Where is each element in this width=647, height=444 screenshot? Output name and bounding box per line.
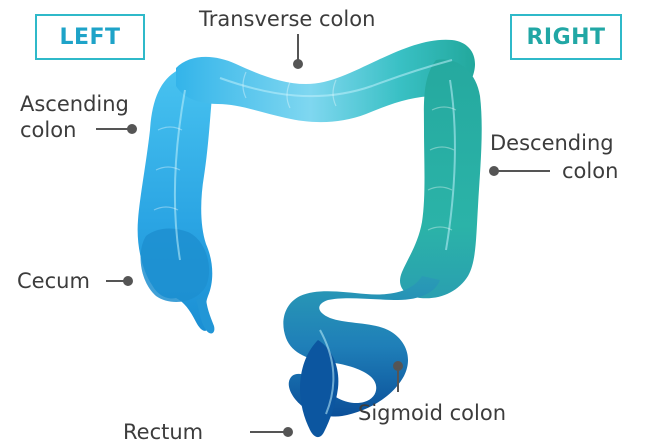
descending-colon-label-line1: Descending bbox=[490, 131, 614, 155]
ascending-colon-label-line2: colon bbox=[20, 118, 76, 142]
sigmoid-leader-dot bbox=[394, 362, 402, 370]
ascending-colon-label-line1: Ascending bbox=[20, 92, 129, 116]
descending-leader-dot bbox=[490, 167, 498, 175]
ascending-leader-dot bbox=[128, 125, 136, 133]
sigmoid-colon-label: Sigmoid colon bbox=[358, 401, 506, 425]
descending-colon-label-line2: colon bbox=[562, 159, 618, 183]
rectum-leader-dot bbox=[284, 428, 292, 436]
cecum-leader-dot bbox=[124, 277, 132, 285]
right-side-label: RIGHT bbox=[510, 14, 622, 60]
transverse-leader-dot bbox=[294, 60, 302, 68]
transverse-colon-label: Transverse colon bbox=[199, 7, 375, 31]
left-side-label: LEFT bbox=[35, 14, 145, 60]
rectum-label: Rectum bbox=[123, 420, 203, 444]
cecum-label: Cecum bbox=[17, 269, 90, 293]
